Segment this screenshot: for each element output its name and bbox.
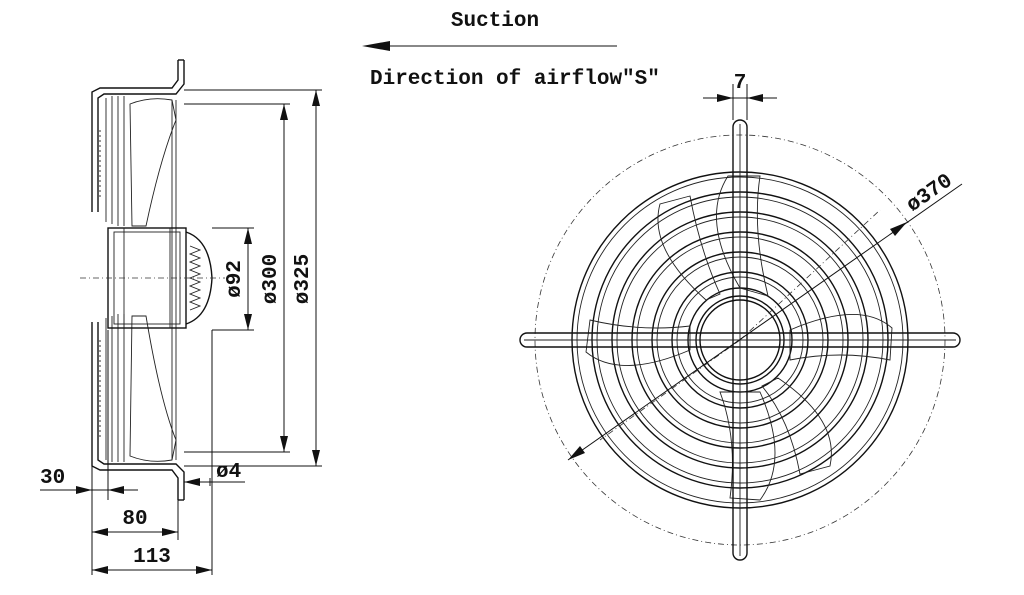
dim-d92: ø92 [224, 260, 247, 298]
dim-80: 80 [122, 508, 147, 531]
dim-d370: ø370 [903, 170, 957, 218]
airflow-direction-label: Direction of airflow"S" [370, 68, 660, 91]
suction-label: Suction [451, 10, 539, 33]
dim-30: 30 [40, 467, 65, 490]
side-dimensions: ø92 ø300 ø325 ø4 30 80 1 [40, 89, 322, 575]
side-view [80, 59, 225, 501]
dim-d300: ø300 [260, 254, 283, 304]
dim-7: 7 [734, 72, 747, 95]
side-guard-wires [99, 96, 125, 462]
dim-d325: ø325 [292, 254, 315, 304]
dim-113: 113 [133, 546, 171, 569]
side-fan-blades [129, 98, 177, 462]
airflow-header: Suction Direction of airflow"S" [362, 10, 660, 91]
side-frame-bottom [91, 322, 179, 500]
airflow-arrow-head [362, 41, 390, 51]
front-hub [699, 299, 781, 381]
side-frame-top [91, 60, 179, 212]
front-dimensions: 7 ø370 [567, 72, 963, 461]
front-fan-blades [585, 175, 893, 501]
dim-d4: ø4 [216, 461, 241, 484]
